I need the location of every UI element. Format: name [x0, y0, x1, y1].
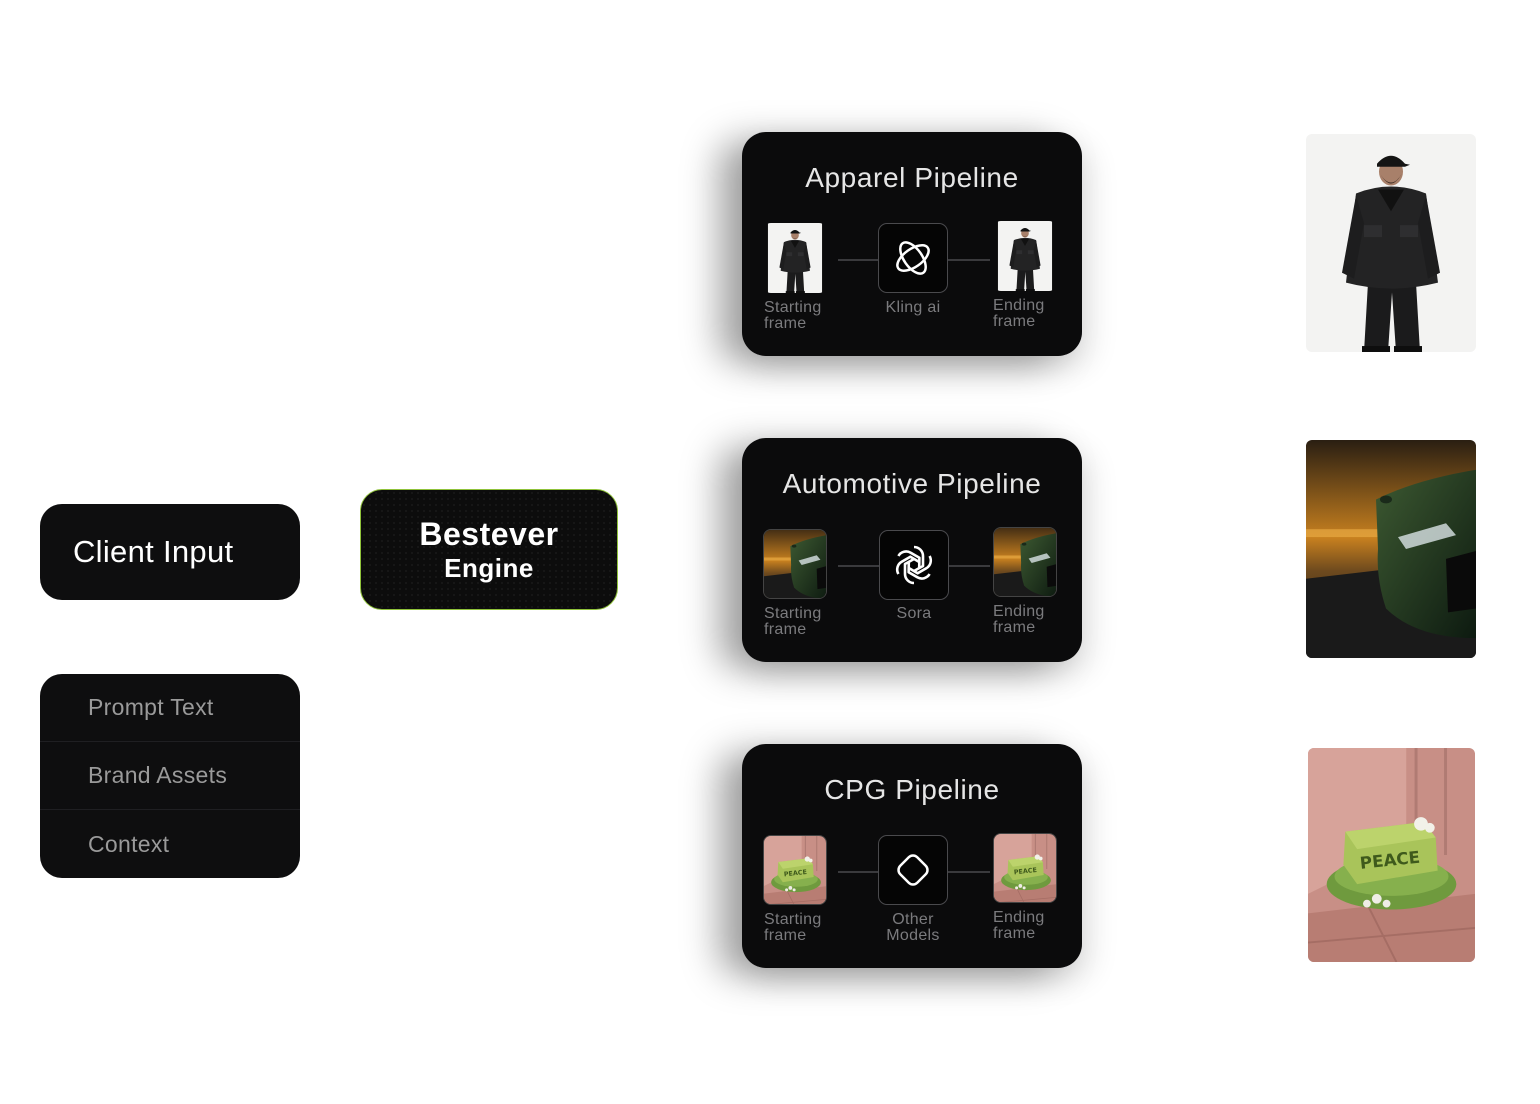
- input-item-prompt-text[interactable]: Prompt Text: [40, 674, 300, 742]
- bestever-engine-node[interactable]: Bestever Engine: [360, 489, 618, 610]
- rounded-diamond-icon: [878, 835, 948, 905]
- ending-frame-thumbnail[interactable]: [993, 221, 1057, 291]
- starting-frame-thumbnail[interactable]: [763, 529, 827, 599]
- apparel-output-image[interactable]: [1306, 134, 1476, 352]
- pipeline-title: Apparel Pipeline: [805, 162, 1019, 193]
- model-caption: Kling ai: [885, 299, 941, 316]
- pipeline-title: CPG Pipeline: [824, 774, 1000, 805]
- cpg-output-image[interactable]: [1308, 748, 1475, 962]
- starting-frame-thumbnail[interactable]: [763, 835, 827, 905]
- engine-title: Bestever: [419, 515, 559, 552]
- ending-frame-thumbnail[interactable]: [993, 527, 1057, 597]
- kling-logo-icon: [878, 223, 948, 293]
- input-list: Prompt Text Brand Assets Context: [40, 674, 300, 878]
- starting-frame-thumbnail[interactable]: [763, 223, 827, 293]
- model-caption: Sora: [896, 605, 932, 622]
- automotive-output-image[interactable]: [1306, 440, 1476, 658]
- engine-subtitle: Engine: [444, 552, 534, 583]
- client-input-node[interactable]: Client Input: [40, 504, 300, 600]
- input-item-context[interactable]: Context: [88, 830, 170, 857]
- client-input-title: Client Input: [73, 534, 234, 569]
- input-item-brand-assets[interactable]: Brand Assets: [40, 742, 300, 810]
- pipeline-title: Automotive Pipeline: [782, 468, 1042, 499]
- openai-logo-icon: [879, 530, 949, 600]
- ending-frame-thumbnail[interactable]: [993, 833, 1057, 903]
